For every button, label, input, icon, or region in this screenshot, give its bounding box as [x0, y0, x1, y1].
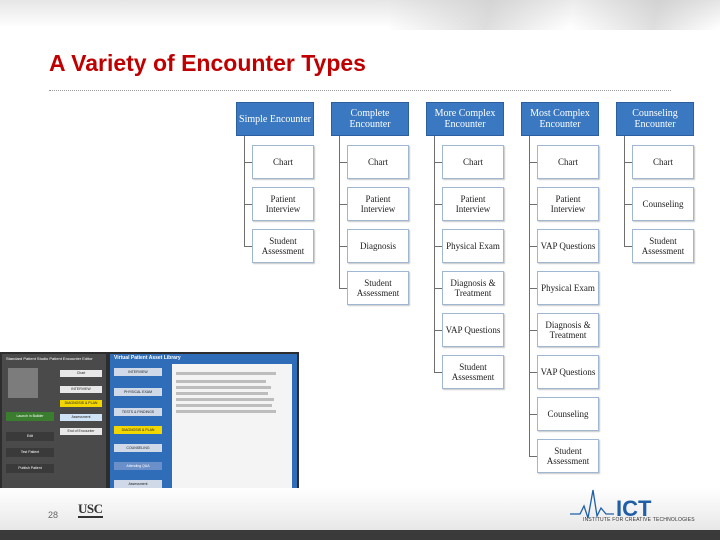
encounter-step: Diagnosis & Treatment [442, 271, 504, 305]
library-chip: Assessment [114, 480, 162, 488]
title-divider [49, 90, 671, 91]
encounter-step: Chart [632, 145, 694, 179]
asset-row [176, 386, 271, 389]
encounter-step: Student Assessment [252, 229, 314, 263]
patient-photo [8, 368, 38, 398]
editor-chip: End of Encounter [60, 428, 102, 435]
encounter-step: Patient Interview [252, 187, 314, 221]
connector-branch [624, 246, 632, 247]
asset-list [172, 364, 292, 490]
top-light-streak [390, 0, 720, 30]
connector-branch [529, 246, 537, 247]
connector-branch [529, 204, 537, 205]
library-chip: Attending Q&A [114, 462, 162, 470]
connector-branch [434, 372, 442, 373]
connector-branch [244, 162, 252, 163]
connector-branch [529, 372, 537, 373]
connector-branch [434, 162, 442, 163]
connector-branch [434, 330, 442, 331]
connector-trunk [529, 136, 530, 456]
connector-branch [529, 288, 537, 289]
pulse-line-icon [570, 490, 614, 518]
encounter-step: VAP Questions [442, 313, 504, 347]
encounter-step: Physical Exam [537, 271, 599, 305]
encounter-step: Chart [442, 145, 504, 179]
encounter-header: Counseling Encounter [616, 102, 694, 136]
encounter-step: Counseling [537, 397, 599, 431]
encounter-step: Diagnosis [347, 229, 409, 263]
library-chip: INTERVIEW [114, 368, 162, 376]
encounter-step: Physical Exam [442, 229, 504, 263]
connector-branch [339, 246, 347, 247]
encounter-step: VAP Questions [537, 229, 599, 263]
asset-row [176, 380, 266, 383]
encounter-header: Most Complex Encounter [521, 102, 599, 136]
usc-logo: USC [78, 502, 103, 518]
launch-builder-button[interactable]: Launch in Builder [6, 412, 54, 421]
encounter-step: Patient Interview [347, 187, 409, 221]
connector-branch [529, 456, 537, 457]
encounter-step: Chart [537, 145, 599, 179]
connector-branch [339, 288, 347, 289]
connector-branch [529, 162, 537, 163]
editor-chip: INTERVIEW [60, 386, 102, 393]
asset-library-panel: Virtual Patient Asset Library INTERVIEW … [110, 354, 297, 493]
ict-tagline: INSTITUTE FOR CREATIVE TECHNOLOGIES [583, 517, 695, 523]
connector-branch [434, 204, 442, 205]
asset-row [176, 398, 274, 401]
library-chip: PHYSICAL EXAM [114, 388, 162, 396]
encounter-step: Diagnosis & Treatment [537, 313, 599, 347]
encounter-step: Chart [347, 145, 409, 179]
connector-trunk [624, 136, 625, 246]
library-chip: COUNSELING [114, 444, 162, 452]
connector-branch [434, 288, 442, 289]
slide-title: A Variety of Encounter Types [49, 50, 366, 77]
encounter-step: Student Assessment [537, 439, 599, 473]
connector-trunk [339, 136, 340, 288]
encounter-header: Complete Encounter [331, 102, 409, 136]
editor-chip: Assessment [60, 414, 102, 421]
connector-trunk [244, 136, 245, 246]
editor-screenshot: Standard Patient Studio Patient Encounte… [0, 352, 299, 495]
encounter-step: Patient Interview [442, 187, 504, 221]
connector-branch [624, 162, 632, 163]
connector-branch [339, 204, 347, 205]
encounter-step: Student Assessment [632, 229, 694, 263]
connector-branch [339, 162, 347, 163]
encounter-step: Student Assessment [442, 355, 504, 389]
asset-row [176, 372, 276, 375]
asset-row [176, 410, 276, 413]
asset-row [176, 392, 268, 395]
library-chip: TESTS & FINDINGS [114, 408, 162, 416]
patient-editor-title: Standard Patient Studio Patient Encounte… [6, 356, 102, 361]
connector-branch [244, 204, 252, 205]
encounter-step: VAP Questions [537, 355, 599, 389]
editor-chip: Chart [60, 370, 102, 377]
asset-library-title: Virtual Patient Asset Library [114, 355, 181, 361]
connector-branch [529, 414, 537, 415]
asset-row [176, 404, 272, 407]
encounter-step: Chart [252, 145, 314, 179]
connector-branch [529, 330, 537, 331]
edit-button[interactable]: Edit [6, 432, 54, 441]
patient-editor-panel: Standard Patient Studio Patient Encounte… [2, 354, 106, 493]
test-patient-button[interactable]: Test Patient [6, 448, 54, 457]
connector-branch [434, 246, 442, 247]
editor-chip: DIAGNOSIS & PLAN [60, 400, 102, 407]
publish-patient-button[interactable]: Publish Patient [6, 464, 54, 473]
encounter-header: More Complex Encounter [426, 102, 504, 136]
page-number: 28 [48, 510, 58, 520]
connector-trunk [434, 136, 435, 372]
encounter-header: Simple Encounter [236, 102, 314, 136]
library-chip: DIAGNOSIS & PLAN [114, 426, 162, 434]
bottom-bar [0, 530, 720, 540]
connector-branch [624, 204, 632, 205]
connector-branch [244, 246, 252, 247]
encounter-step: Student Assessment [347, 271, 409, 305]
encounter-step: Patient Interview [537, 187, 599, 221]
encounter-step: Counseling [632, 187, 694, 221]
